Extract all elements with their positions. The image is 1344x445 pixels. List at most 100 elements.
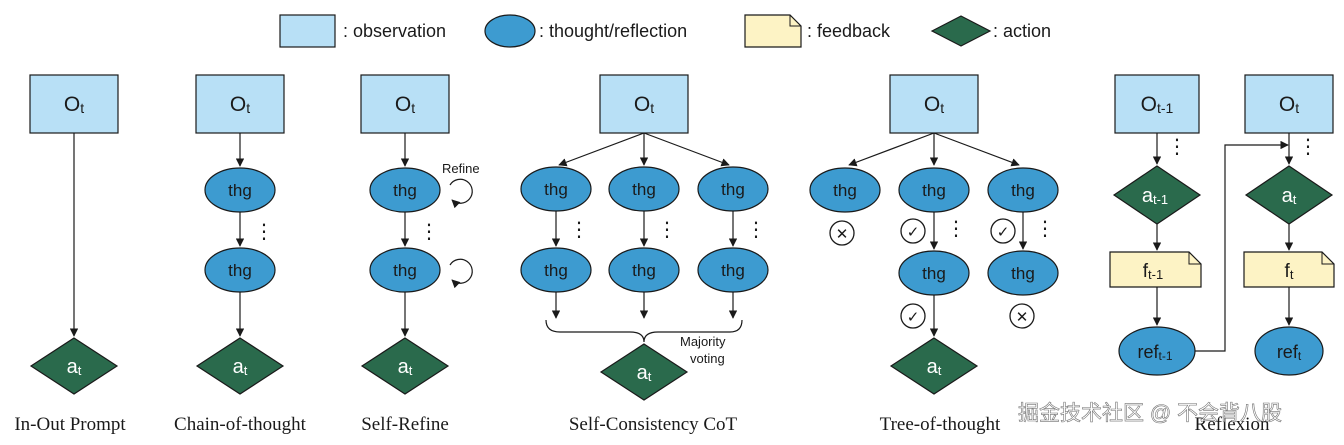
panel-tree-of-thought: Ot thg thg thg ✕ ✓ ⋮ ✓ ⋮ thg thg ✓ ✕ at … xyxy=(809,74,1059,435)
method-title: Chain-of-thought xyxy=(174,414,307,435)
edge xyxy=(848,132,935,167)
accept-mark-icon: ✓ xyxy=(997,224,1010,241)
thought-node-label: thg xyxy=(721,180,745,199)
observation-node-label: Ot xyxy=(230,93,250,116)
observation-node xyxy=(360,74,450,134)
reflection-node-label: reft xyxy=(1277,342,1302,363)
reflection-node-label: reft-1 xyxy=(1137,342,1172,363)
legend-feedback-label: : feedback xyxy=(807,21,891,41)
refine-loop xyxy=(449,178,473,209)
legend-action-label: : action xyxy=(993,21,1051,41)
observation-node xyxy=(29,74,119,134)
action-node-label: at xyxy=(398,356,413,378)
edge xyxy=(558,132,645,167)
feedback-node xyxy=(1243,251,1335,288)
feedback-node-label: ft xyxy=(1285,261,1294,282)
panel-self-refine: Ot thg Refine ⋮ thg at Self-Refine xyxy=(360,74,480,435)
observation-node-label: Ot xyxy=(1279,93,1299,116)
method-title: In-Out Prompt xyxy=(14,414,126,435)
reject-mark xyxy=(829,220,855,246)
thought-node-label: thg xyxy=(393,261,417,280)
thought-node-label: thg xyxy=(228,181,252,200)
method-title: Reflexion xyxy=(1195,414,1270,435)
accept-mark-icon: ✓ xyxy=(907,224,920,241)
action-node-label: at xyxy=(233,356,248,378)
action-node xyxy=(599,343,689,401)
accept-mark xyxy=(900,303,926,329)
observation-node-label: Ot xyxy=(395,93,415,116)
ellipsis-dots: ⋮ xyxy=(569,219,589,241)
reflection-node xyxy=(1254,326,1324,376)
legend: : observation : thought/reflection : fee… xyxy=(279,14,1051,48)
refine-label: Refine xyxy=(442,161,480,176)
accept-mark xyxy=(990,218,1016,244)
reject-mark-icon: ✕ xyxy=(1016,309,1029,326)
thought-node xyxy=(809,167,881,213)
ellipsis-dots: ⋮ xyxy=(746,219,766,241)
thought-node-label: thg xyxy=(922,181,946,200)
ellipsis-dots: ⋮ xyxy=(1167,136,1187,158)
ellipsis-dots: ⋮ xyxy=(657,219,677,241)
action-node xyxy=(195,337,285,395)
thought-node-label: thg xyxy=(632,261,656,280)
majority-voting-label: voting xyxy=(690,351,725,366)
thought-node-label: thg xyxy=(1011,264,1035,283)
thought-node-label: thg xyxy=(393,181,417,200)
legend-observation-swatch xyxy=(279,14,336,48)
method-title: Self-Consistency CoT xyxy=(569,414,738,435)
method-title: Self-Refine xyxy=(361,414,449,435)
watermark: 掘金技术社区 @ 不会背八股 xyxy=(1018,402,1282,425)
action-node xyxy=(360,337,450,395)
thought-node-label: thg xyxy=(544,180,568,199)
thought-node-label: thg xyxy=(632,180,656,199)
observation-node xyxy=(1114,74,1200,134)
legend-feedback-swatch xyxy=(744,14,802,48)
edge xyxy=(643,132,730,167)
panel-chain-of-thought: Ot thg ⋮ thg at Chain-of-thought xyxy=(174,74,307,435)
ellipsis-dots: ⋮ xyxy=(1035,218,1055,240)
ellipsis-dots: ⋮ xyxy=(1298,136,1318,158)
observation-node xyxy=(1244,74,1334,134)
thought-node-label: thg xyxy=(922,264,946,283)
thought-node-label: thg xyxy=(721,261,745,280)
feedback-node-label: ft-1 xyxy=(1143,261,1163,282)
action-node xyxy=(889,337,979,395)
legend-observation-label: : observation xyxy=(343,21,446,41)
majority-voting-label: Majority xyxy=(680,334,726,349)
edge xyxy=(933,132,1020,167)
observation-node-label: Ot-1 xyxy=(1141,93,1174,116)
action-node-label: at xyxy=(927,356,942,378)
thought-node-label: thg xyxy=(228,261,252,280)
panel-in-out-prompt: Ot at In-Out Prompt xyxy=(14,74,126,435)
observation-node-label: Ot xyxy=(634,93,654,116)
legend-action-swatch xyxy=(930,15,992,47)
observation-node xyxy=(195,74,285,134)
feedback-node xyxy=(1109,251,1202,288)
action-node-label: at xyxy=(67,356,82,378)
legend-thought-label: : thought/reflection xyxy=(539,21,687,41)
panel-self-consistency-cot: Ot thg thg thg ⋮ ⋮ ⋮ thg thg thg Majorit… xyxy=(520,74,769,435)
observation-node-label: Ot xyxy=(924,93,944,116)
thought-node-label: thg xyxy=(1011,181,1035,200)
thought-node-label: thg xyxy=(833,181,857,200)
accept-mark xyxy=(900,218,926,244)
ellipsis-dots: ⋮ xyxy=(419,221,439,243)
reject-mark-icon: ✕ xyxy=(836,226,849,243)
thought-node xyxy=(987,250,1059,296)
accept-mark-icon: ✓ xyxy=(907,309,920,326)
ellipsis-dots: ⋮ xyxy=(254,221,274,243)
legend-thought-swatch xyxy=(484,14,536,48)
observation-node-label: Ot xyxy=(64,93,84,116)
reflection-connector xyxy=(1195,140,1289,352)
action-node xyxy=(29,337,119,395)
action-node-label: at-1 xyxy=(1142,185,1168,207)
method-title: Tree-of-thought xyxy=(880,414,1001,435)
majority-brace xyxy=(545,319,743,343)
ellipsis-dots: ⋮ xyxy=(946,218,966,240)
panel-reflexion: Ot-1 ⋮ at-1 ft-1 reft-1 Ot ⋮ at ft reft … xyxy=(1109,74,1335,435)
observation-node xyxy=(889,74,979,134)
action-node-label: at xyxy=(1282,185,1297,207)
thought-node-label: thg xyxy=(544,261,568,280)
action-node-label: at xyxy=(637,362,652,384)
